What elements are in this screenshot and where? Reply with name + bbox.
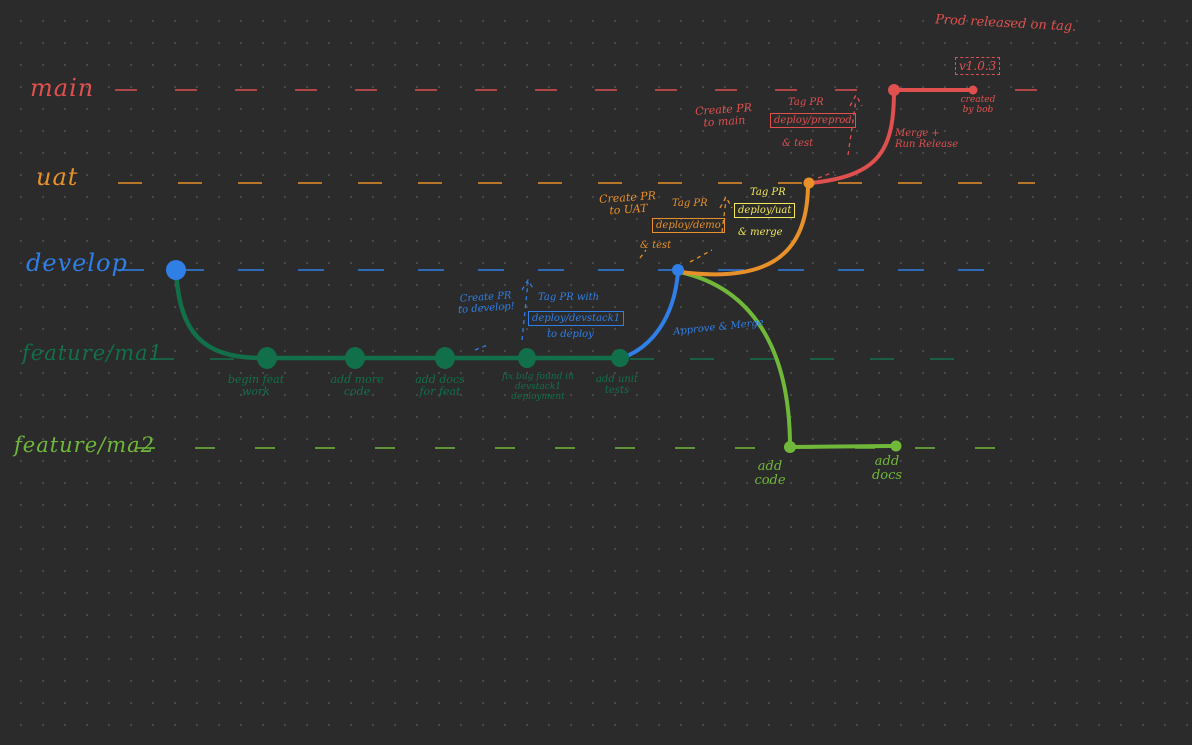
branch-label-uat: uat bbox=[36, 163, 79, 191]
main-tag-pr-label: Tag PR bbox=[788, 97, 824, 108]
main-merge-path bbox=[808, 88, 976, 185]
commit-label-add-more-code: add more code bbox=[330, 373, 384, 399]
feature1-merge-path bbox=[620, 270, 680, 360]
commit-label-add-docs: add docs for feat bbox=[415, 373, 465, 399]
uat-merge-path bbox=[678, 182, 810, 277]
uat-and-merge-label: & merge bbox=[738, 227, 783, 238]
develop-merge-node bbox=[672, 264, 684, 276]
release-tag-box: v1.0.3 bbox=[955, 57, 1001, 75]
uat-tag-pr-label: Tag PR bbox=[672, 198, 708, 209]
main-merge-node bbox=[888, 84, 900, 96]
create-pr-main-note: Create PR to main bbox=[694, 101, 753, 130]
branch-label-feature1: feature/ma1 bbox=[22, 341, 164, 365]
deploy-demo-box: deploy/demo bbox=[652, 218, 725, 233]
main-pr-arrow bbox=[817, 93, 863, 179]
feature2-path bbox=[678, 270, 897, 450]
feature1-commit-1 bbox=[257, 347, 277, 369]
uat-tag-pr2-label: Tag PR bbox=[750, 187, 786, 198]
main-tag-node bbox=[968, 85, 978, 95]
develop-tag-pr-label: Tag PR with bbox=[538, 292, 600, 303]
feature1-commit-4 bbox=[518, 348, 536, 368]
branch-label-main: main bbox=[30, 74, 95, 102]
deploy-uat-box: deploy/uat bbox=[734, 203, 796, 218]
feature1-path bbox=[173, 269, 625, 361]
commit-label-fix-bug: fix bug found in devstack1 deployment bbox=[502, 372, 574, 402]
uat-merge-node bbox=[803, 177, 815, 189]
commit-label-begin-feat: begin feat work bbox=[227, 373, 285, 399]
feature2-commit-1 bbox=[784, 441, 796, 453]
feature2-commit-2 bbox=[890, 440, 902, 452]
create-pr-uat-note: Create PR to UAT bbox=[598, 189, 657, 218]
merge-release-note: Merge + Run Release bbox=[895, 128, 959, 150]
develop-pr-arrow bbox=[474, 278, 535, 351]
uat-and-test-label: & test bbox=[640, 240, 672, 251]
deploy-preprod-box: deploy/preprod bbox=[770, 113, 856, 128]
feature1-commit-2 bbox=[345, 347, 365, 369]
develop-start-node bbox=[166, 260, 186, 280]
deploy-devstack-box: deploy/devstack1 bbox=[528, 311, 625, 326]
commit-label-add-docs-ma2: add docs bbox=[871, 454, 903, 484]
create-pr-develop-note: Create PR to develop! bbox=[457, 290, 516, 316]
created-by-note: created by bob bbox=[960, 95, 996, 115]
feature1-commit-5 bbox=[611, 349, 629, 367]
main-and-test-label: & test bbox=[782, 138, 814, 149]
feature1-commit-3 bbox=[435, 347, 455, 369]
commit-label-add-unit-tests: add unit tests bbox=[595, 374, 639, 396]
commit-label-add-code: add code bbox=[754, 459, 786, 489]
branch-label-feature2: feature/ma2 bbox=[14, 433, 156, 457]
develop-to-deploy-label: to deploy bbox=[547, 329, 594, 340]
branch-label-develop: develop bbox=[26, 249, 128, 277]
